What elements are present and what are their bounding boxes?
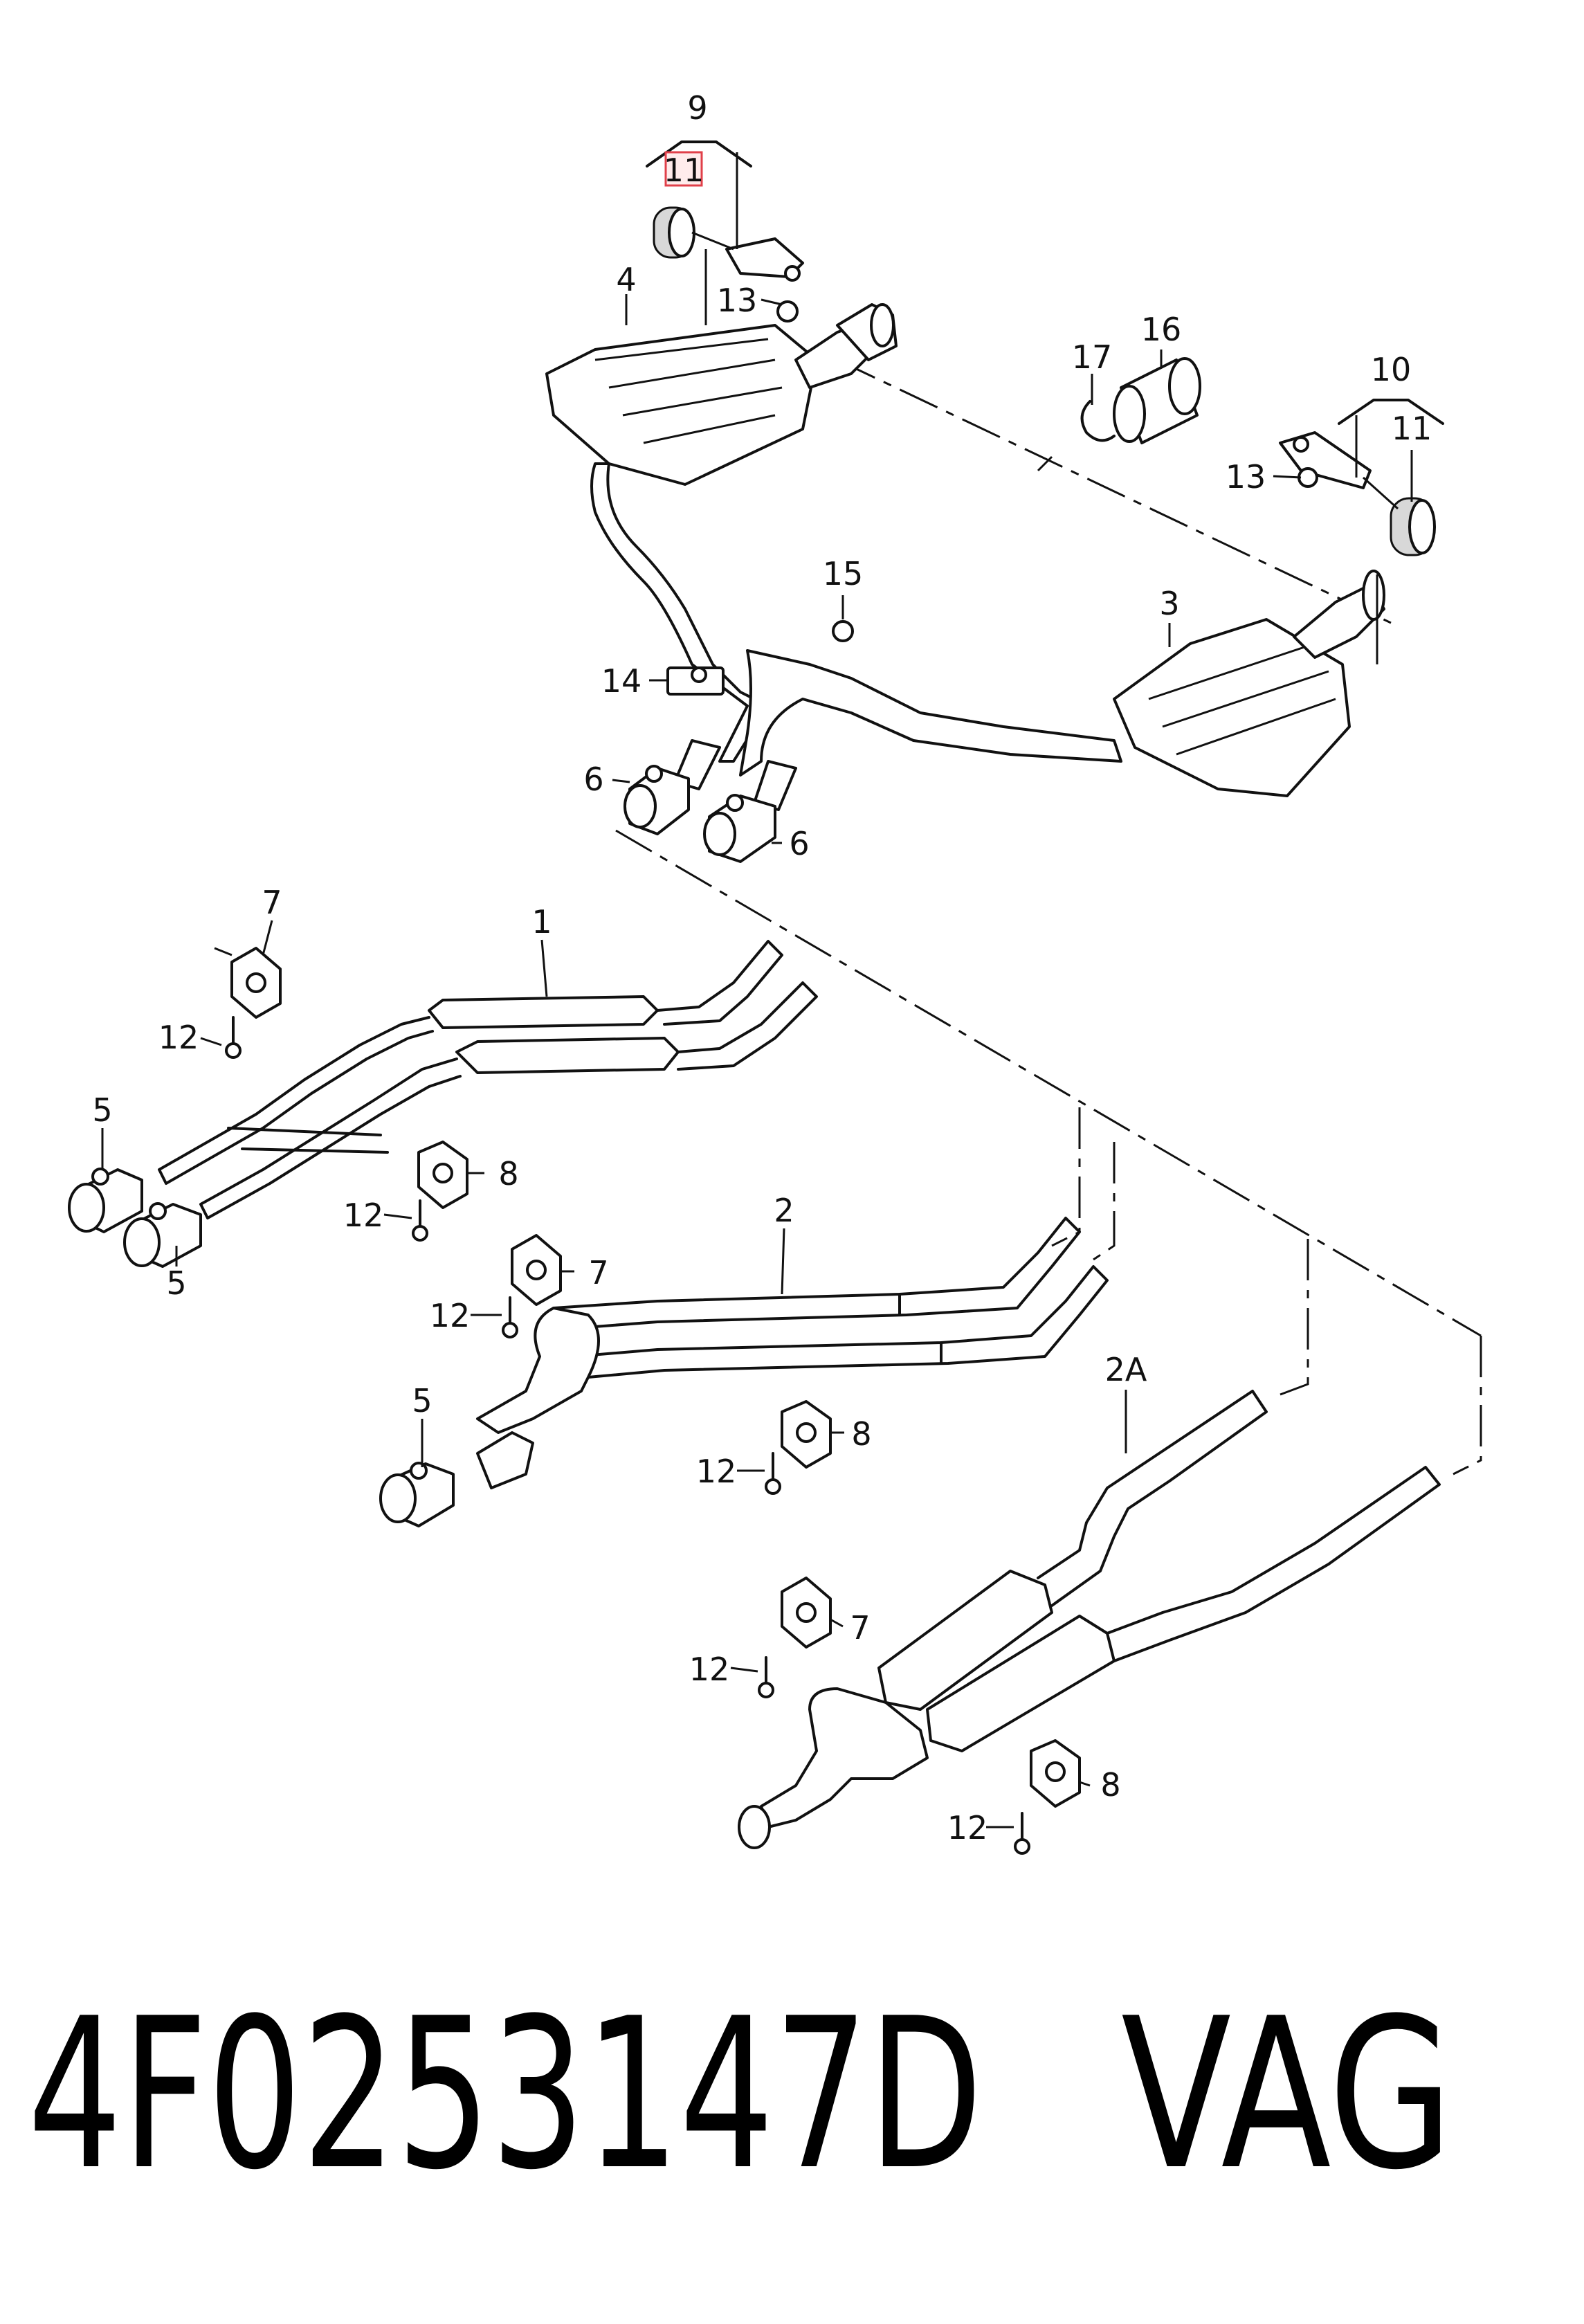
tailpipe-tip-16 (1113, 357, 1201, 444)
callout-12-b: 12 (343, 1197, 384, 1234)
leader-lines (101, 294, 1413, 1828)
callout-labels: 9 11 4 13 16 17 10 11 13 15 3 14 6 6 7 1… (92, 89, 1432, 1846)
bolt-12-d (765, 1452, 781, 1495)
callout-5-mid: 5 (412, 1382, 432, 1419)
bolt-12-a (225, 1016, 242, 1059)
bolt-12-f (1014, 1812, 1030, 1855)
callout-8-upper: 8 (498, 1155, 518, 1192)
clamp-5-b (123, 1202, 202, 1268)
bolt-12-c (502, 1296, 518, 1338)
callout-11-right: 11 (1392, 410, 1432, 447)
callout-11-top: 11 (664, 152, 704, 189)
callout-17: 17 (1072, 338, 1113, 376)
clamp-6-a (623, 765, 690, 835)
callout-6-left: 6 (583, 761, 603, 798)
callout-13-right: 13 (1226, 458, 1266, 496)
callout-16: 16 (1141, 311, 1182, 348)
callout-5-lower: 5 (166, 1264, 186, 1302)
callout-8-lower: 8 (1100, 1766, 1120, 1804)
mount-7-a (214, 947, 282, 1019)
bolt-12-b (412, 1199, 428, 1242)
callout-10: 10 (1371, 351, 1412, 388)
callout-5-upper: 5 (92, 1091, 112, 1129)
highlight-box (664, 151, 703, 187)
mount-7-b (511, 1234, 562, 1306)
callout-12-c: 12 (430, 1297, 471, 1334)
mount-8-b (781, 1400, 832, 1469)
mount-8-c (1030, 1739, 1081, 1808)
crossover-pipes (590, 462, 1122, 811)
callout-14: 14 (601, 662, 642, 700)
callout-12-f: 12 (947, 1809, 988, 1846)
nut-15 (832, 595, 854, 642)
front-pipe-2 (476, 1217, 1109, 1489)
mount-8-a (417, 1141, 468, 1209)
callout-2A: 2A (1105, 1351, 1147, 1388)
muffler-3 (1113, 570, 1385, 797)
callout-13-top: 13 (717, 282, 758, 319)
callout-8-mid: 8 (851, 1415, 871, 1453)
bracket-14 (666, 666, 725, 696)
hanger-assembly-9 (646, 140, 804, 325)
callout-6-right: 6 (789, 825, 809, 862)
front-pipe-2A (738, 1390, 1441, 1849)
mount-7-c (781, 1577, 832, 1649)
callout-1: 1 (531, 903, 552, 941)
callout-7-lower: 7 (850, 1609, 870, 1646)
callout-12-d: 12 (696, 1453, 737, 1490)
callout-7-upper: 7 (262, 884, 282, 921)
clamp-5-c (379, 1462, 455, 1527)
hanger-assembly-10 (1279, 399, 1444, 556)
assembly-dash-lines (615, 358, 1482, 1476)
brand-name: VAG (1121, 1974, 1453, 2215)
clip-17 (1080, 400, 1116, 442)
callout-7-mid: 7 (588, 1254, 608, 1291)
front-pipe-1 (158, 940, 818, 1219)
rear-muffler-4 (545, 303, 898, 486)
callout-12-e: 12 (689, 1651, 730, 1688)
callout-12-a: 12 (158, 1019, 199, 1056)
clamp-5-a (68, 1168, 143, 1233)
callout-9: 9 (687, 89, 707, 127)
callout-4: 4 (616, 261, 636, 298)
part-number: 4F0253147D (28, 1974, 983, 2215)
clamp-6-b (703, 794, 776, 863)
bolt-12-e (758, 1656, 774, 1698)
callout-15: 15 (823, 555, 864, 592)
callout-3: 3 (1159, 585, 1179, 622)
callout-2: 2 (774, 1192, 794, 1229)
